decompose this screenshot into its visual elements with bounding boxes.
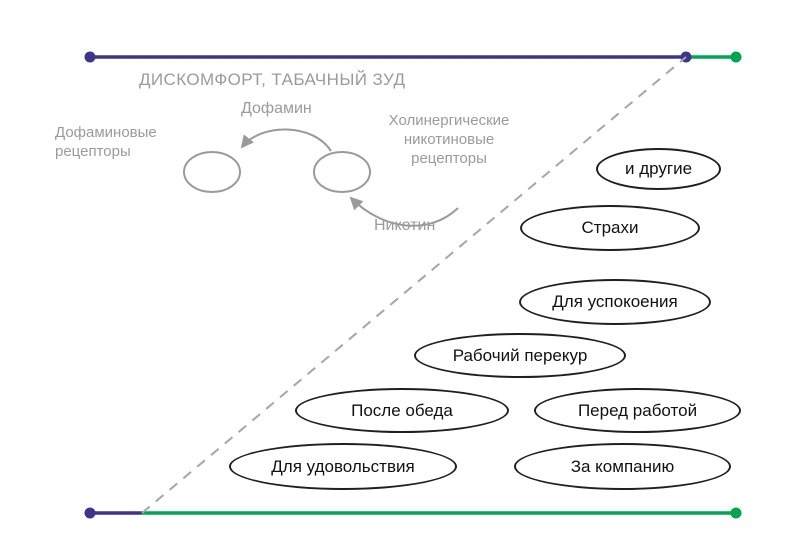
dopamine-arrow bbox=[240, 128, 332, 152]
reason-bubble-after-lunch: После обеда bbox=[295, 388, 509, 433]
nicotinic-receptors-label: Холинергические никотиновые рецепторы bbox=[388, 112, 510, 167]
reason-bubble-before-work: Перед работой bbox=[534, 388, 741, 433]
nicotine-arrow bbox=[349, 196, 459, 227]
nicotinic-receptor-ellipse bbox=[313, 151, 371, 193]
dopamine-receptor-ellipse bbox=[183, 151, 241, 193]
reason-bubble-fears: Страхи bbox=[520, 205, 700, 251]
bottom-right-dot bbox=[730, 507, 742, 519]
dopamine-label: Дофамин bbox=[241, 100, 312, 117]
reason-bubble-pleasure: Для удовольствия bbox=[229, 443, 457, 490]
reason-bubble-others: и другие bbox=[596, 148, 721, 190]
bottom-left-dot bbox=[84, 507, 96, 519]
top-axis-label: ДИСКОМФОРТ, ТАБАЧНЫЙ ЗУД bbox=[139, 70, 406, 89]
dopamine-receptors-label: Дофаминовые рецепторы bbox=[55, 124, 157, 160]
top-left-dot bbox=[84, 51, 96, 63]
reason-bubble-company: За компанию bbox=[514, 443, 731, 490]
reason-bubble-calming: Для успокоения bbox=[519, 279, 711, 325]
top-right-dot bbox=[730, 51, 742, 63]
nicotine-label: Никотин bbox=[374, 217, 436, 234]
reason-bubble-work-break: Рабочий перекур bbox=[414, 333, 626, 378]
